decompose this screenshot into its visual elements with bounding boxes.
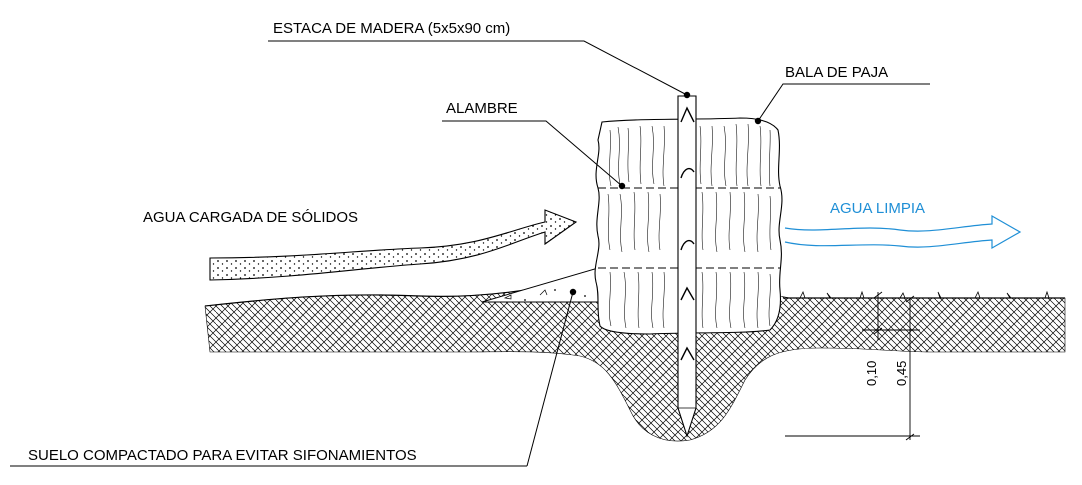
soil-leader-dot xyxy=(569,288,577,296)
compacted-soil-label: SUELO COMPACTADO PARA EVITAR SIFONAMIENT… xyxy=(28,447,417,464)
soil-section xyxy=(204,279,1066,442)
dimension-lines xyxy=(785,291,1000,441)
clean-water-label: AGUA LIMPIA xyxy=(830,200,925,217)
stake-label: ESTACA DE MADERA (5x5x90 cm) xyxy=(273,20,510,37)
wooden-stake xyxy=(677,95,697,438)
compacted-soil-wedge xyxy=(481,267,599,303)
clean-water-arrow xyxy=(784,214,1022,250)
wire-leader-dot xyxy=(618,182,626,190)
wire-label: ALAMBRE xyxy=(446,100,518,117)
bale-label: BALA DE PAJA xyxy=(785,64,888,81)
dimension-lower-label: 0,45 xyxy=(894,361,909,386)
dirty-water-arrow xyxy=(209,209,578,281)
leader-lines xyxy=(10,40,930,467)
stake-leader-dot xyxy=(683,91,691,99)
dimension-upper-label: 0,10 xyxy=(864,361,879,386)
bale-leader-dot xyxy=(754,117,762,125)
dirty-water-label: AGUA CARGADA DE SÓLIDOS xyxy=(143,209,358,226)
